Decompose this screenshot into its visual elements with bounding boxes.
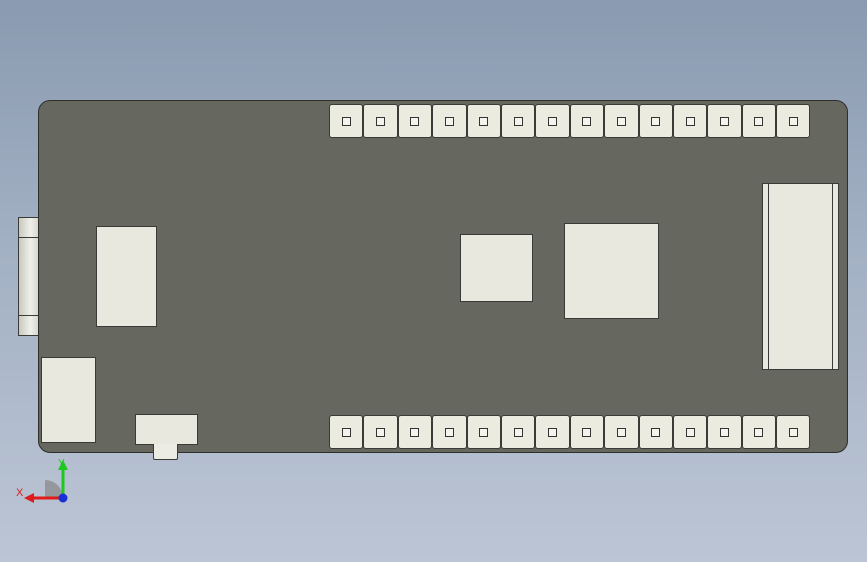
corner-component[interactable] (41, 357, 96, 443)
pin-hole (754, 427, 764, 437)
bottom-header-pin[interactable] (500, 415, 536, 449)
bottom-header-pin[interactable] (535, 415, 570, 449)
pin-hole (651, 116, 661, 126)
pin-hole (513, 427, 523, 437)
pin-hole (376, 116, 386, 126)
axis-triad: X Y (16, 458, 68, 503)
bottom-header-pin[interactable] (363, 415, 398, 449)
top-header-pin[interactable] (638, 104, 673, 138)
top-header-pin[interactable] (397, 104, 433, 138)
pin-hole (410, 116, 420, 126)
pin-hole (582, 116, 592, 126)
pin-hole (444, 116, 454, 126)
usb-connector[interactable] (135, 414, 198, 445)
pin-hole (616, 427, 626, 437)
bottom-header-pin[interactable] (397, 415, 433, 449)
pin-hole (651, 427, 661, 437)
top-header-pin[interactable] (569, 104, 605, 138)
bottom-header-pin[interactable] (776, 415, 811, 449)
pin-hole (341, 427, 351, 437)
plane-indicator (45, 480, 63, 498)
side-connector (18, 217, 39, 336)
bottom-header-pin[interactable] (432, 415, 467, 449)
pin-hole (548, 427, 558, 437)
bottom-header-pin[interactable] (329, 415, 364, 449)
left-chip[interactable] (96, 226, 157, 327)
bottom-header-pin[interactable] (707, 415, 742, 449)
pin-hole (444, 427, 454, 437)
top-header-pin[interactable] (500, 104, 536, 138)
top-header-pin[interactable] (604, 104, 639, 138)
x-axis-label: X (16, 487, 24, 499)
pin-hole (513, 116, 523, 126)
pin-hole (754, 116, 764, 126)
top-header-pin[interactable] (741, 104, 777, 138)
top-header-pin[interactable] (432, 104, 467, 138)
pin-header-top[interactable] (329, 104, 811, 138)
pin-hole (479, 116, 489, 126)
top-header-pin[interactable] (535, 104, 570, 138)
pin-hole (685, 427, 695, 437)
pin-hole (341, 116, 351, 126)
top-header-pin[interactable] (776, 104, 811, 138)
pcb-board[interactable] (38, 100, 848, 453)
pin-hole (616, 116, 626, 126)
pin-header-bottom[interactable] (329, 415, 811, 449)
pin-hole (479, 427, 489, 437)
bottom-header-pin[interactable] (604, 415, 639, 449)
z-axis-dot (58, 493, 68, 503)
pin-hole (685, 116, 695, 126)
top-header-pin[interactable] (329, 104, 364, 138)
usb-tab (153, 444, 178, 460)
large-ic[interactable] (564, 223, 659, 319)
ribbon-connector[interactable] (762, 183, 839, 370)
top-header-pin[interactable] (707, 104, 742, 138)
pin-hole (719, 116, 729, 126)
small-ic[interactable] (460, 234, 533, 302)
bottom-header-pin[interactable] (569, 415, 605, 449)
pin-hole (788, 116, 798, 126)
bottom-header-pin[interactable] (672, 415, 708, 449)
bottom-header-pin[interactable] (741, 415, 777, 449)
top-header-pin[interactable] (363, 104, 398, 138)
pin-hole (548, 116, 558, 126)
pin-hole (788, 427, 798, 437)
y-axis-label: Y (58, 458, 65, 469)
x-axis-arrowhead (24, 493, 34, 503)
pin-hole (376, 427, 386, 437)
y-axis-arrowhead (58, 460, 68, 470)
top-header-pin[interactable] (672, 104, 708, 138)
pin-hole (582, 427, 592, 437)
top-header-pin[interactable] (466, 104, 501, 138)
pin-hole (719, 427, 729, 437)
bottom-header-pin[interactable] (638, 415, 673, 449)
pin-hole (410, 427, 420, 437)
bottom-header-pin[interactable] (466, 415, 501, 449)
